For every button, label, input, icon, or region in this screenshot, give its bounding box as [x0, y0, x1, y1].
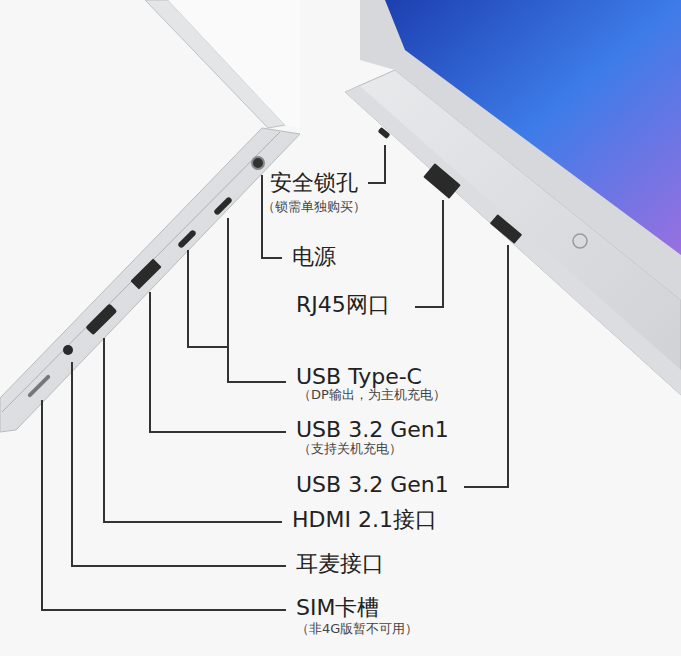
port-note: （非4G版暂不可用）	[296, 622, 418, 637]
port-name: 电源	[292, 244, 336, 269]
port-name: USB 3.2 Gen1	[296, 472, 449, 497]
left-lid-inner	[168, 0, 300, 128]
port-name: 耳麦接口	[296, 551, 384, 576]
port-name: SIM卡槽	[296, 595, 379, 620]
port-name: USB Type-C	[296, 364, 422, 389]
port-note: （DP输出，为主机充电）	[298, 388, 446, 403]
left-edge	[2, 132, 280, 412]
port-name: HDMI 2.1接口	[292, 507, 437, 532]
right-lid	[360, 0, 681, 300]
port-note: （锁需单独购买）	[262, 200, 366, 215]
port-note: （支持关机充电）	[298, 442, 402, 457]
port-name: 安全锁孔	[270, 170, 358, 195]
right-ports	[377, 127, 522, 244]
port-name: RJ45网口	[296, 292, 390, 317]
port-name: USB 3.2 Gen1	[296, 417, 449, 442]
logo-mark	[573, 234, 587, 248]
left-base	[0, 128, 300, 432]
right-screen	[385, 0, 681, 255]
leader-lines	[42, 145, 508, 610]
